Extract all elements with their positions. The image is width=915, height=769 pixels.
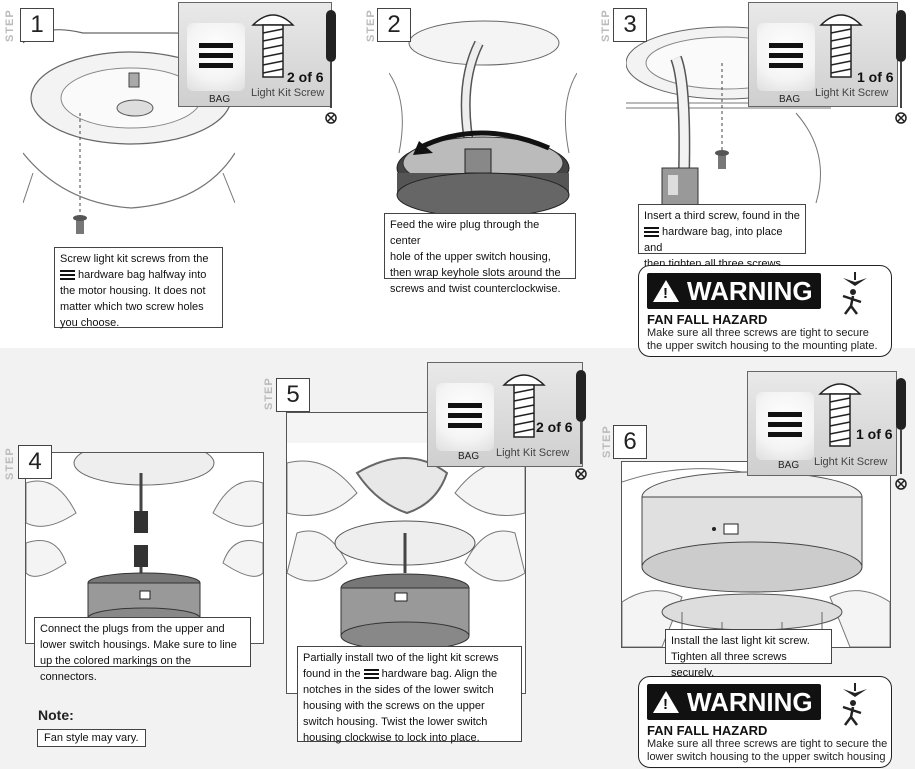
step-6-illustration [621,461,891,648]
screw-icon [502,374,546,438]
step-1-hardware-box: BAG 2 of 6 Light Kit Screw [178,2,332,107]
warning-body: Make sure all three screws are tight to … [647,327,878,353]
warning-line: Make sure all three screws are tight to … [647,327,869,339]
warning-line: lower switch housing to the upper switch… [647,751,886,763]
step-2-label: STEP [365,9,377,42]
screw-icon [251,14,295,78]
hardware-bag-icon [757,23,815,91]
warning-title: WARNING [687,686,813,717]
warning-hazard: FAN FALL HAZARD [647,723,768,738]
hardware-bag-icon [363,667,379,681]
caption-text: found in the [303,668,361,680]
screwdriver-icon [325,10,337,124]
caption-line: housing clockwise to lock into place. [303,732,480,744]
caption-line: matter which two screw holes [60,301,204,313]
step-6-hardware-box: BAG 1 of 6 Light Kit Screw [747,371,897,476]
screw-icon [818,383,862,447]
warning-header: ! WARNING [647,684,821,720]
screw-icon [819,14,863,78]
hardware-bag-icon [60,268,75,282]
caption-line: lower switch housings. Make sure to line [40,639,237,651]
hardware-count: 1 of 6 [856,426,893,442]
caption-line: then wrap keyhole slots around the [390,267,561,279]
step-1-label: STEP [4,9,16,42]
bag-label: BAG [779,94,801,105]
step-3-number: 3 [613,8,647,42]
warning-hazard: FAN FALL HAZARD [647,312,768,327]
caption-line: Connect the plugs from the upper and [40,623,225,635]
hardware-name: Light Kit Screw [815,87,889,99]
caption-line: found in the hardware bag. Align the [303,666,516,682]
step-1-number: 1 [20,8,54,42]
caption-line: up the colored markings on the connector… [40,655,192,683]
screwdriver-icon [895,10,907,124]
step-6-label: STEP [601,425,613,458]
caption-line: hardware bag halfway into [60,267,217,283]
hardware-name: Light Kit Screw [251,87,325,99]
hardware-bag-icon [756,392,814,460]
step-3-hardware-box: BAG 1 of 6 Light Kit Screw [748,2,898,107]
note-heading: Note: [38,707,74,723]
caption-line: screws and twist counterclockwise. [390,283,561,295]
caption-line: you choose. [60,317,120,329]
caption-line: Feed the wire plug through the center [390,219,540,247]
step-2-caption: Feed the wire plug through the center ho… [384,213,576,295]
screwdriver-icon [575,370,587,480]
caption-line: hardware bag, into place and [644,224,800,256]
step-4-number: 4 [18,445,52,479]
hardware-name: Light Kit Screw [496,447,570,459]
step-5-number: 5 [276,378,310,412]
warning-line: Make sure all three screws are tight to … [647,738,888,750]
caption-line: Install the last light kit screw. [671,635,810,647]
warning-body: Make sure all three screws are tight to … [647,738,887,764]
step-4-label: STEP [4,447,16,480]
caption-line: notches in the sides of the lower switch [303,684,494,696]
step-5-caption: Partially install two of the light kit s… [297,646,522,744]
step-4-caption: Connect the plugs from the upper and low… [34,617,251,683]
screwdriver-icon [895,378,907,490]
hardware-count: 1 of 6 [857,69,894,85]
hardware-bag-icon [187,23,245,91]
caption-line: housing with the screws on the upper [303,700,485,712]
warning-triangle-icon: ! [653,691,679,713]
hardware-bag-icon [644,225,659,239]
hardware-name: Light Kit Screw [814,456,888,468]
caption-line: Insert a third screw, found in the [644,210,800,222]
step-6-number: 6 [613,425,647,459]
step-1-caption: Screw light kit screws from the hardware… [54,247,223,329]
note-text: Fan style may vary. [37,729,146,747]
step-3-caption: Insert a third screw, found in the hardw… [638,204,806,270]
warning-title: WARNING [687,275,813,306]
caption-line: the motor housing. It does not [60,285,206,297]
step-5-hardware-box: BAG 2 of 6 Light Kit Screw [427,362,583,467]
falling-fan-icon [842,272,867,315]
caption-line: hole of the upper switch housing, [390,251,551,263]
warning-box-1: ! WARNING FAN FALL HAZARD Make sure all t… [638,265,892,357]
warning-box-2: ! WARNING FAN FALL HAZARD Make sure all t… [638,676,892,768]
hardware-count: 2 of 6 [536,419,573,435]
bag-label: BAG [209,94,231,105]
bag-label: BAG [458,451,480,462]
step-4-illustration [25,452,264,644]
hardware-count: 2 of 6 [287,69,324,85]
caption-line: Screw light kit screws from the [60,253,209,265]
warning-line: the upper switch housing to the mounting… [647,340,878,352]
step-5-label: STEP [263,377,275,410]
caption-text: hardware bag, into place and [644,226,783,254]
caption-text: hardware bag. Align the [381,668,498,680]
hardware-bag-icon [436,383,494,451]
warning-header: ! WARNING [647,273,821,309]
caption-line: Partially install two of the light kit s… [303,652,499,664]
step-3-label: STEP [600,9,612,42]
step-6-caption: Install the last light kit screw. Tighte… [665,629,832,679]
caption-line: switch housing. Twist the lower switch [303,716,488,728]
warning-triangle-icon: ! [653,280,679,302]
step-2-number: 2 [377,8,411,42]
step-2-illustration [388,12,578,230]
bag-label: BAG [778,460,800,471]
caption-text: hardware bag halfway into [78,269,207,281]
falling-fan-icon [842,683,867,726]
